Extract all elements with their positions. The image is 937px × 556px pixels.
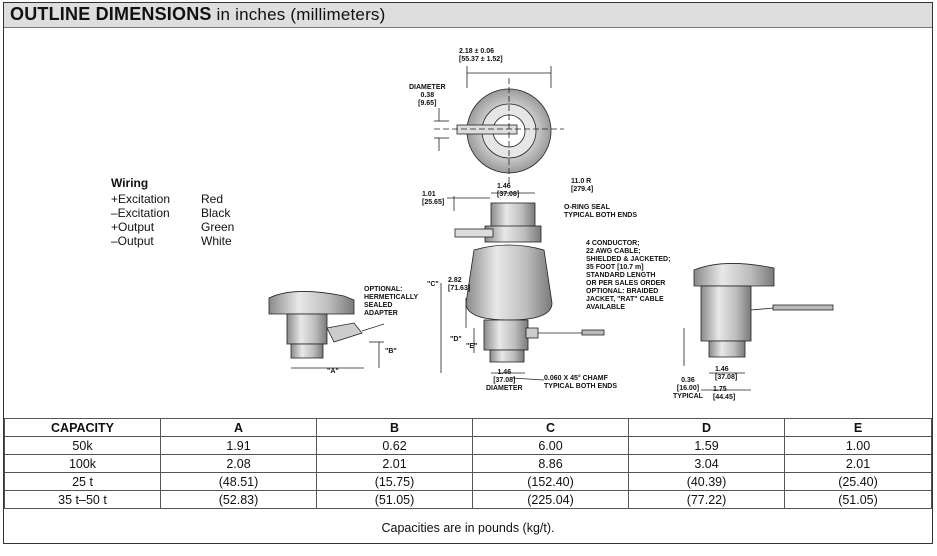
drawing-svg (268, 66, 834, 391)
col-header: A (160, 418, 317, 437)
table-cell: 100k (4, 454, 161, 473)
table-cell: (40.39) (628, 472, 785, 491)
table-cell: 1.91 (160, 436, 317, 455)
panel-title-units: in inches (millimeters) (211, 5, 386, 24)
dimensions-table: CAPACITY A B C D E 50k 1.91 0.62 6.00 1.… (4, 418, 932, 509)
right-175-note: 1.75[44.45] (713, 386, 736, 401)
dim-282-note: 2.82[71.63] (448, 277, 471, 292)
label-d: "D" (450, 336, 462, 343)
table-cell: 1.00 (784, 436, 932, 455)
table-cell: (52.83) (160, 490, 317, 509)
table-row: 35 t–50 t (52.83) (51.05) (225.04) (77.2… (4, 490, 932, 509)
right-end-view (683, 263, 834, 391)
technical-drawing: Wiring +Excitation Red –Excitation Black +… (4, 28, 932, 418)
table-cell: (225.04) (472, 490, 629, 509)
outline-dimensions-panel: OUTLINE DIMENSIONS in inches (millimeter… (3, 2, 933, 544)
table-cell: (51.05) (784, 490, 932, 509)
table-cell: 1.59 (628, 436, 785, 455)
wire-label: +Excitation (111, 192, 171, 206)
dim-top-note: 2.18 ± 0.06[55.37 ± 1.52] (459, 48, 503, 63)
col-header: E (784, 418, 932, 437)
wire-label: –Output (111, 234, 154, 248)
label-c: "C" (427, 281, 439, 288)
table-cell: (15.75) (316, 472, 473, 491)
wiring-legend: Wiring +Excitation Red –Excitation Black +… (111, 176, 234, 248)
wire-label: –Excitation (111, 206, 170, 220)
wiring-row: –Excitation Black (111, 206, 234, 220)
wire-color: Black (201, 206, 231, 220)
col-header: B (316, 418, 473, 437)
col-header: CAPACITY (4, 418, 161, 437)
cable-note: 4 CONDUCTOR;22 AWG CABLE;SHIELDED & JACK… (586, 240, 671, 311)
radius-note: 11.0 R[279.4] (571, 178, 594, 193)
label-b: "B" (385, 348, 397, 355)
table-row: 100k 2.08 2.01 8.86 3.04 2.01 (4, 454, 932, 473)
right-146-note: 1.46[37.08] (715, 366, 738, 381)
col-header: C (472, 418, 629, 437)
table-cell: 2.01 (784, 454, 932, 473)
table-cell: 8.86 (472, 454, 629, 473)
table-cell: 2.08 (160, 454, 317, 473)
title-bar: OUTLINE DIMENSIONS in inches (millimeter… (4, 3, 932, 28)
table-footnote: Capacities are in pounds (kg/t). (381, 521, 555, 535)
bottom-dia-note: 1.46[37.08]DIAMETER (486, 369, 523, 392)
panel-title: OUTLINE DIMENSIONS in inches (millimeter… (10, 4, 386, 24)
col-header: D (628, 418, 785, 437)
table-cell: (77.22) (628, 490, 785, 509)
wire-label: +Output (111, 220, 155, 234)
table-row: 50k 1.91 0.62 6.00 1.59 1.00 (4, 436, 932, 455)
table-cell: (152.40) (472, 472, 629, 491)
wiring-header: Wiring (111, 176, 149, 190)
label-e: "E" (466, 343, 478, 350)
dim-146-note: 1.46[37.08] (497, 183, 520, 198)
label-a: "A" (327, 368, 339, 375)
table-cell: 35 t–50 t (4, 490, 161, 509)
table-cell: (25.40) (784, 472, 932, 491)
table-cell: 50k (4, 436, 161, 455)
table-header-row: CAPACITY A B C D E (4, 418, 932, 437)
table-cell: 0.62 (316, 436, 473, 455)
table-cell: 2.01 (316, 454, 473, 473)
wiring-row: –Output White (111, 234, 234, 248)
table-cell: (51.05) (316, 490, 473, 509)
table-cell: 6.00 (472, 436, 629, 455)
left-adapter-view (268, 291, 385, 369)
wire-color: Green (201, 220, 235, 234)
table-cell: 3.04 (628, 454, 785, 473)
wire-color: White (201, 234, 232, 248)
table-cell: (48.51) (160, 472, 317, 491)
top-view (434, 66, 564, 183)
table-cell: 25 t (4, 472, 161, 491)
wiring-row: +Excitation Red (111, 192, 234, 206)
side-view (440, 192, 605, 381)
wiring-row: +Output Green (111, 220, 234, 234)
dim-101-note: 1.01[25.65] (422, 191, 445, 206)
right-036-note: 0.36[16.00]TYPICAL (673, 377, 703, 400)
wire-color: Red (201, 192, 224, 206)
table-row: 25 t (48.51) (15.75) (152.40) (40.39) (2… (4, 472, 932, 491)
